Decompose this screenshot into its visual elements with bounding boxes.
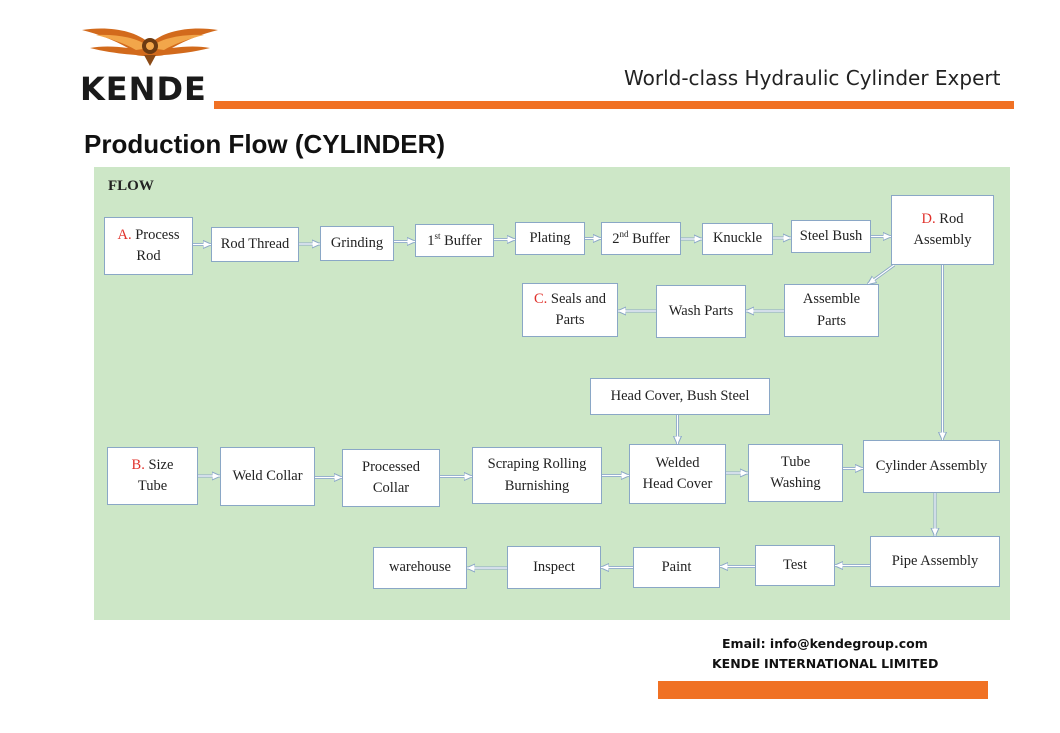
node-scraping-rolling-burnishing: Scraping Rolling Burnishing	[472, 447, 602, 504]
flow-arrows	[193, 167, 1010, 620]
node-wash-parts: Wash Parts	[656, 285, 746, 338]
footer-accent-bar	[658, 681, 988, 699]
node-second-buffer: 2nd Buffer	[601, 222, 681, 255]
node-inspect: Inspect	[507, 546, 601, 589]
arrow-inner-rod-assembly-to-assemble-parts	[867, 264, 895, 285]
node-tube-washing: Tube Washing	[748, 444, 843, 502]
node-size-tube: B. Size Tube	[107, 447, 198, 505]
node-pipe-assembly: Pipe Assembly	[870, 536, 1000, 587]
node-weld-collar: Weld Collar	[220, 447, 315, 506]
kende-logo-wings-icon	[82, 28, 218, 66]
node-test: Test	[755, 545, 835, 586]
node-process-rod: A. Process Rod	[104, 217, 193, 275]
footer-email: Email: info@kendegroup.com	[722, 636, 928, 651]
node-plating: Plating	[515, 222, 585, 255]
node-rod-assembly: D. Rod Assembly	[891, 195, 994, 265]
node-head-cover-bush-steel: Head Cover, Bush Steel	[590, 378, 770, 415]
kende-logo-text: KENDE	[80, 70, 207, 108]
header-tagline: World-class Hydraulic Cylinder Expert	[624, 66, 1001, 90]
page-title: Production Flow (CYLINDER)	[84, 129, 446, 159]
production-flow-diagram: FLOW A. Process Rod Rod Thread Grinding …	[94, 167, 1010, 620]
node-knuckle: Knuckle	[702, 223, 773, 255]
node-processed-collar: Processed Collar	[342, 449, 440, 507]
header-accent-bar	[214, 101, 1014, 109]
node-paint: Paint	[633, 547, 720, 588]
node-seals-and-parts: C. Seals and Parts	[522, 283, 618, 337]
node-steel-bush: Steel Bush	[791, 220, 871, 253]
node-welded-head-cover: Welded Head Cover	[629, 444, 726, 504]
node-first-buffer: 1st Buffer	[415, 224, 494, 257]
node-rod-thread: Rod Thread	[211, 227, 299, 262]
node-warehouse: warehouse	[373, 547, 467, 589]
flow-label: FLOW	[108, 178, 154, 194]
node-assemble-parts: Assemble Parts	[784, 284, 879, 337]
node-cylinder-assembly: Cylinder Assembly	[863, 440, 1000, 493]
footer-company: KENDE INTERNATIONAL LIMITED	[712, 656, 939, 671]
node-grinding: Grinding	[320, 226, 394, 261]
